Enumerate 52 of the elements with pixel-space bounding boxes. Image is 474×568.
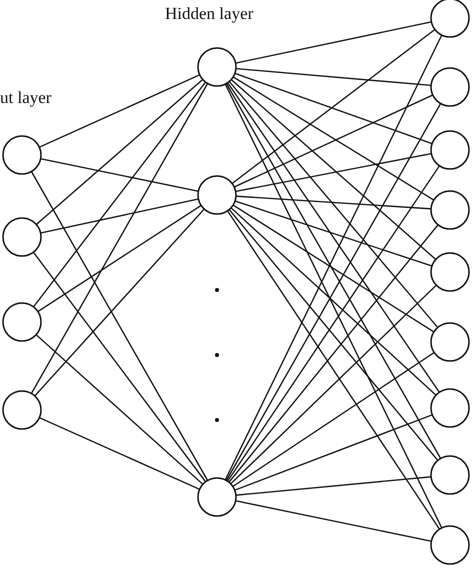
connection-line <box>36 79 204 225</box>
connection-line <box>30 83 208 394</box>
layer-label: Hidden layer <box>165 4 254 24</box>
connection-line <box>236 152 432 192</box>
connection-line <box>38 204 202 312</box>
connection-line <box>32 252 206 482</box>
neuron-circle <box>430 67 470 107</box>
connection-line <box>234 414 433 491</box>
connection-line <box>230 207 436 396</box>
neuron-circle <box>430 322 470 362</box>
neuron-circle <box>197 477 237 517</box>
connection-line <box>235 21 432 64</box>
connection-line <box>232 28 436 184</box>
layer-label: ut layer <box>0 88 52 108</box>
connection-line <box>39 74 200 148</box>
connection-line <box>32 82 206 308</box>
connection-line <box>236 68 432 86</box>
neuron-circle <box>430 252 470 292</box>
connection-line <box>235 500 432 542</box>
neuron-circle <box>2 302 42 342</box>
connection-line <box>39 417 200 490</box>
neuron-circle <box>430 525 470 565</box>
connection-line <box>230 284 437 484</box>
connection-line <box>236 476 432 496</box>
connection-line <box>40 158 199 192</box>
connection-line <box>227 165 440 482</box>
connection-line <box>232 204 434 332</box>
neuron-circle <box>197 175 237 215</box>
neuron-circle <box>2 217 42 257</box>
connection-line <box>224 34 442 480</box>
neuron-circle <box>430 190 470 230</box>
connection-line <box>232 352 435 488</box>
connection-line <box>234 94 434 188</box>
connection-line <box>227 82 440 393</box>
connection-line <box>30 171 208 481</box>
connection-line <box>34 208 205 396</box>
connection-line <box>234 200 432 267</box>
neuron-circle <box>197 47 237 87</box>
connection-line <box>228 81 438 328</box>
connection-line <box>40 198 199 234</box>
connection-line <box>230 79 436 260</box>
neuron-circle <box>2 390 42 430</box>
connection-line <box>236 196 432 210</box>
connection-line <box>226 210 440 530</box>
connection-line <box>232 76 434 201</box>
neuron-circle <box>2 135 42 175</box>
connection-line <box>234 72 432 144</box>
neuron-circle <box>430 388 470 428</box>
connection-line <box>36 334 204 485</box>
connection-line <box>224 84 442 528</box>
neuron-circle <box>430 130 470 170</box>
neuron-circle <box>430 455 470 495</box>
